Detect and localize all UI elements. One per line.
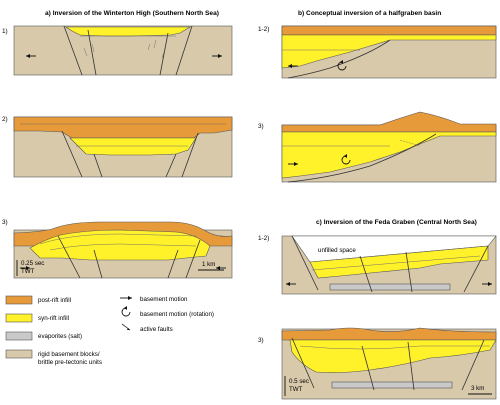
evaporites-salt — [329, 283, 451, 291]
panel-a-step-3-label: 3) — [2, 219, 8, 226]
basement-rotation-symbol — [337, 60, 347, 71]
legend-active-faults: active faults — [140, 326, 173, 333]
panel-c-step-1-2-label: 1-2) — [258, 235, 269, 242]
legend: post-rift infill syn-rift infill evapori… — [5, 295, 214, 366]
panel-b-step-1-2: 1-2) — [258, 25, 497, 79]
time-scale-unit: TWT — [21, 268, 35, 275]
basement-rotation-symbol — [341, 154, 351, 165]
legend-swatch-post-rift — [5, 295, 33, 305]
syn-rift-infill — [281, 131, 497, 179]
time-scale-label: 0.5 sec — [289, 378, 309, 385]
length-scale-label: 3 km — [471, 385, 484, 392]
syn-rift-infill — [309, 245, 489, 279]
panel-a-title: a) Inversion of the Winterton High (Sout… — [45, 10, 219, 17]
post-rift-infill — [281, 111, 497, 133]
legend-basement-motion-icon — [120, 296, 132, 300]
legend-post-rift: post-rift infill — [38, 297, 71, 304]
legend-swatch-basement — [5, 349, 33, 359]
panel-a-step-1: 1) — [2, 25, 233, 76]
syn-rift-infill — [65, 26, 192, 37]
legend-syn-rift: syn-rift infill — [38, 315, 69, 322]
panel-a-step-1-label: 1) — [2, 28, 8, 35]
legend-basement-line-2: brittle pre-tectonic units — [38, 359, 102, 366]
basement-motion-arrow-right — [20, 266, 30, 270]
legend-basement-rotation: basement motion (rotation) — [140, 311, 214, 318]
panel-c-step-3-label: 3) — [258, 337, 264, 344]
basement-motion-arrow-right — [482, 282, 492, 286]
legend-evaporites: evaporites (salt) — [38, 333, 82, 340]
panel-b-step-1-2-label: 1-2) — [258, 26, 269, 33]
basement-motion-arrow-right — [288, 162, 298, 166]
panel-c-scale: 0.5 sec TWT 3 km — [284, 376, 492, 396]
legend-basement-line-1: rigid basement blocks/ — [38, 351, 100, 358]
syn-rift-infill — [29, 229, 211, 261]
panel-a-step-2-label: 2) — [2, 116, 8, 123]
syn-rift-infill — [69, 137, 197, 156]
length-scale-label: 1 km — [202, 261, 215, 268]
basement-motion-arrow-left — [26, 54, 36, 58]
legend-basement-motion: basement motion — [140, 296, 188, 303]
syn-rift-infill — [289, 339, 497, 373]
panel-a-step-2: 2) — [2, 116, 233, 178]
evaporites-salt — [331, 381, 453, 389]
time-scale-unit: TWT — [289, 386, 303, 393]
panel-b-title: b) Conceptual inversion of a halfgraben … — [298, 10, 441, 17]
time-scale-label: 0.25 sec — [21, 260, 44, 267]
panel-b-step-3-label: 3) — [258, 123, 264, 130]
basement-motion-arrow-left — [288, 64, 298, 68]
legend-swatch-evaporites — [5, 331, 33, 341]
panel-b-step-3: 3) — [258, 111, 497, 183]
legend-rotation-icon — [121, 306, 131, 317]
basement-motion-arrow-left — [286, 282, 296, 286]
post-rift-infill — [281, 327, 497, 341]
legend-fault-icon — [121, 323, 131, 331]
panel-a-scale: 0.25 sec TWT 1 km — [16, 260, 224, 276]
basement-motion-arrow-right — [212, 54, 222, 58]
panel-c-step-3: 3) 0.5 sec TWT 3 km — [258, 327, 497, 400]
panel-c-title: c) Inversion of the Feda Graben (Central… — [316, 219, 477, 226]
legend-swatch-syn-rift — [5, 313, 33, 323]
panel-a-step-3: 3) 0.25 sec TWT 1 km — [2, 219, 233, 279]
basement-motion-arrow-left — [216, 266, 226, 270]
panel-c-step-1-2: 1-2) unfilled space — [258, 235, 497, 295]
unfilled-space-label: unfilled space — [318, 247, 356, 254]
post-rift-infill — [281, 25, 497, 36]
